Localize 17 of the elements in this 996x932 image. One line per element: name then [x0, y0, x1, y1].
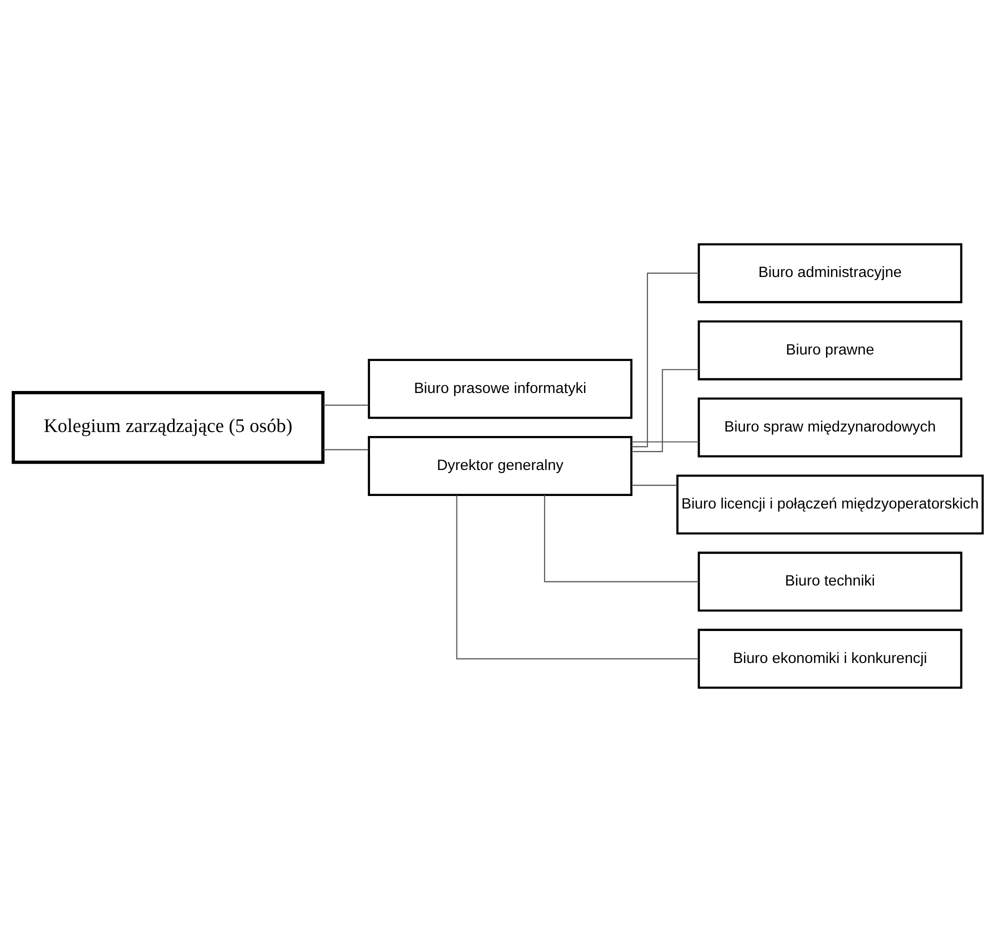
connector [544, 495, 699, 582]
node-box: Kolegium zarządzające (5 osób) [12, 391, 324, 464]
connector [631, 272, 699, 448]
node-box: Biuro ekonomiki i konkurencji [698, 628, 962, 689]
node-box: Biuro techniki [698, 552, 962, 612]
connector [322, 404, 368, 406]
connector [322, 449, 368, 450]
connector [631, 441, 699, 442]
connector [456, 495, 698, 660]
node-box: Biuro administracyjne [698, 243, 962, 304]
node-box: Biuro prasowe informatyki [368, 358, 632, 419]
node-box: Biuro prawne [698, 320, 962, 380]
node-box: Biuro spraw międzynarodowych [698, 397, 962, 458]
connector [632, 369, 699, 452]
node-box: Biuro licencji i połączeń międzyoperatorskich [676, 474, 984, 535]
node-box: Dyrektor generalny [368, 436, 632, 496]
connector [631, 484, 678, 486]
